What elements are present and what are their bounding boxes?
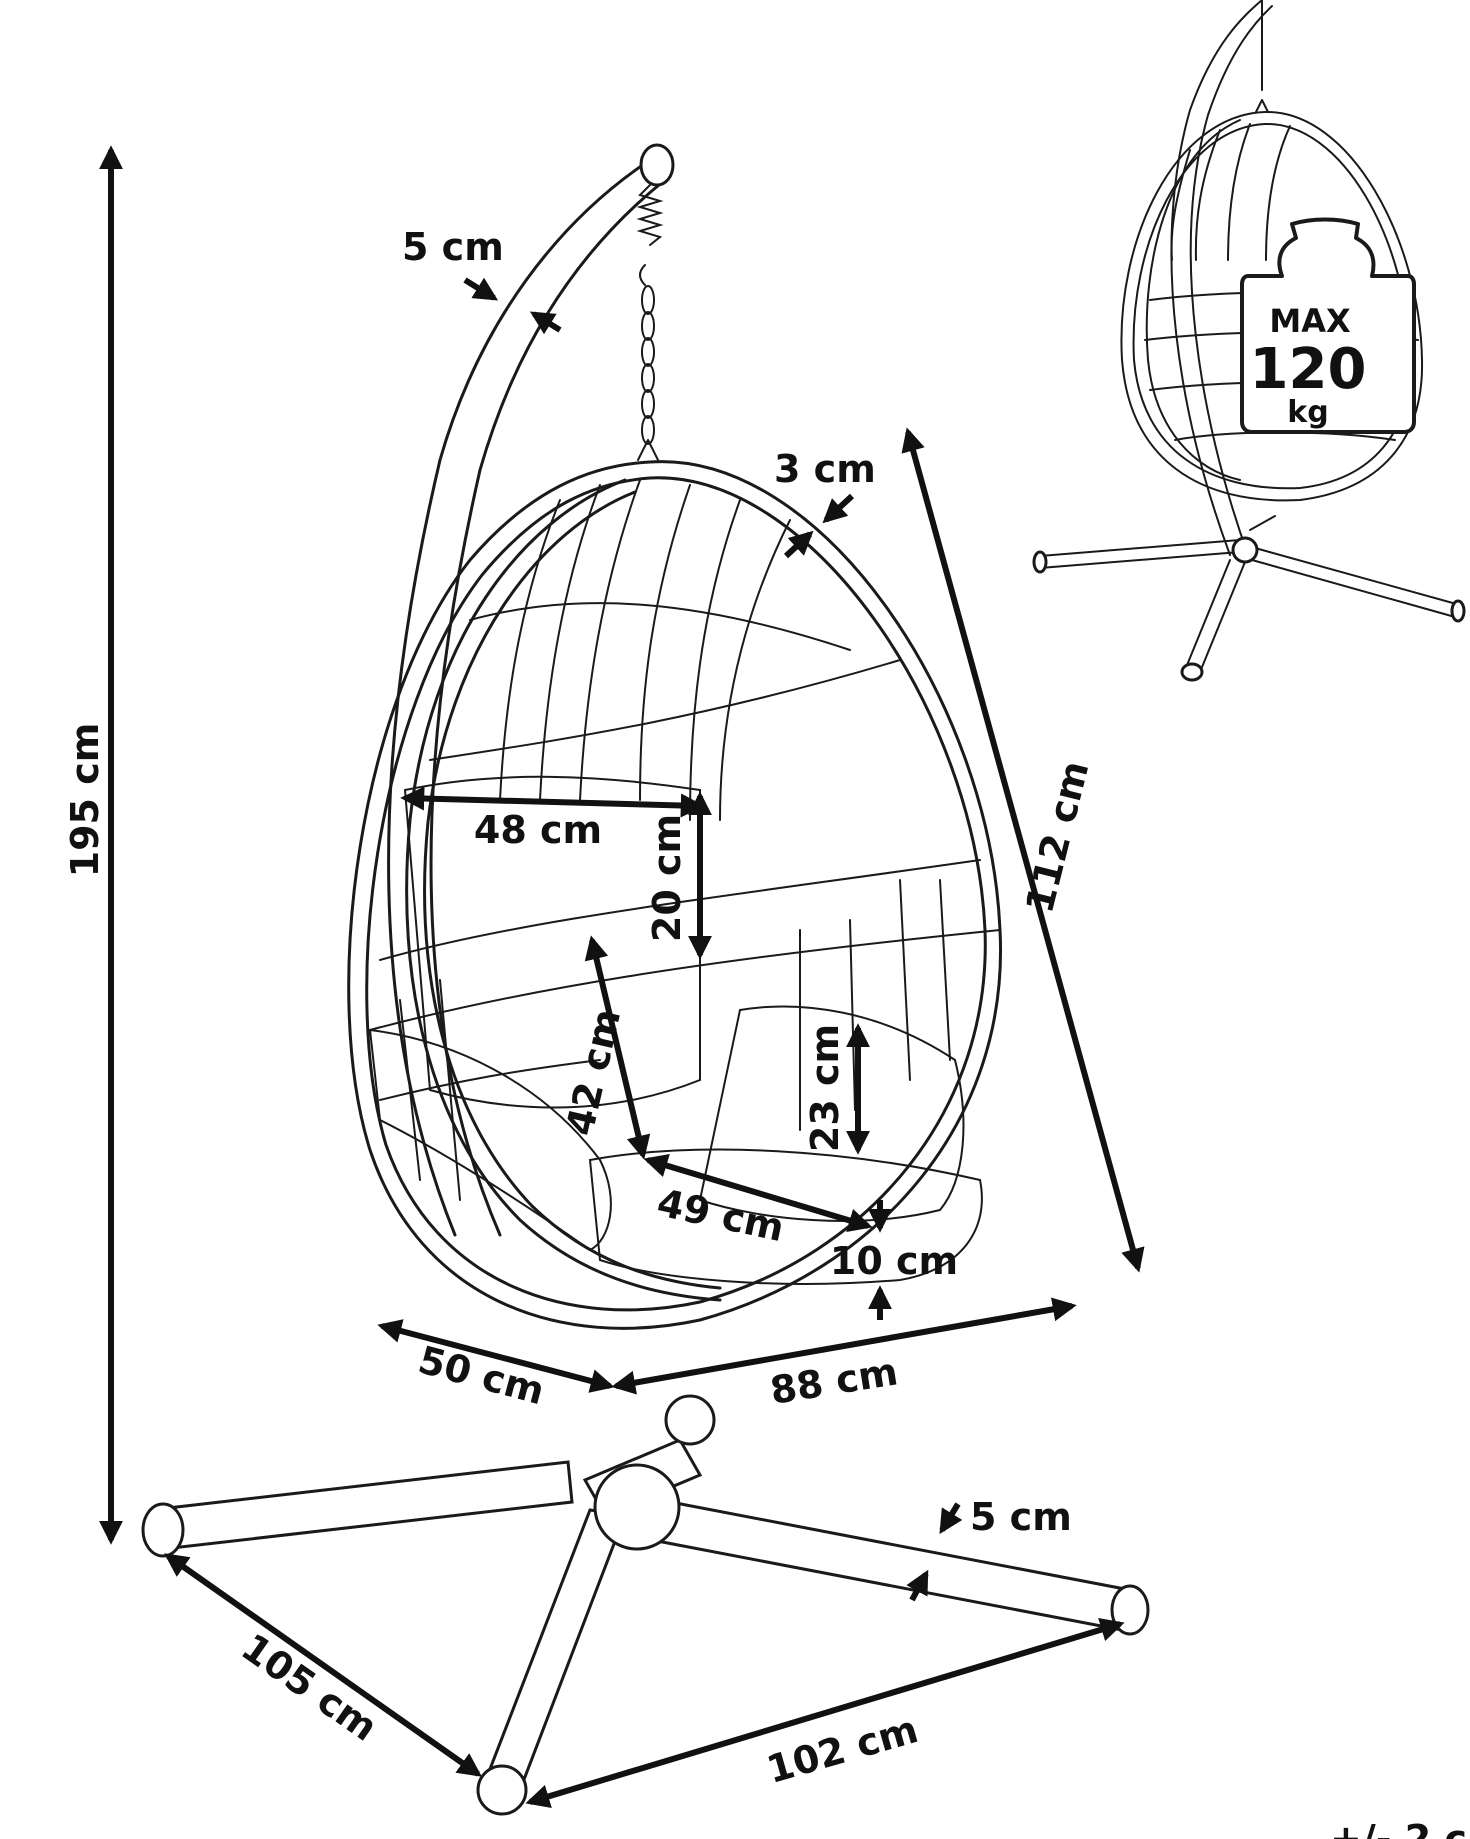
seat-thickness-label: 10 cm — [830, 1239, 958, 1283]
weight-badge-line2: 120 — [1250, 337, 1367, 402]
dimension-arrows — [99, 145, 1145, 1808]
base-side-b-arrow — [525, 1618, 1125, 1808]
base-side-b-label: 102 cm — [762, 1707, 923, 1792]
frame-tube-arrow — [822, 493, 855, 524]
side-cushion-height-label: 23 cm — [803, 1024, 847, 1152]
base-side-a-label: 105 cm — [233, 1625, 385, 1750]
base-tube-arrow — [939, 1502, 963, 1535]
frame-tube-arrow-2 — [783, 530, 814, 559]
back-cushion-width-arrow — [400, 786, 705, 818]
seat-depth-arrow — [643, 1154, 873, 1232]
backrest-height-arrow — [584, 935, 651, 1160]
frame-tube-label: 3 cm — [774, 447, 876, 491]
stand-tube-label: 5 cm — [402, 225, 504, 269]
egg-depth-arrow — [377, 1319, 615, 1393]
back-cushion-width-label: 48 cm — [474, 808, 602, 852]
stand-tube-arrow — [463, 277, 499, 301]
egg-height-arrow — [901, 427, 1145, 1273]
seat-depth-label: 49 cm — [653, 1180, 788, 1250]
weight-badge-line3: kg — [1287, 395, 1328, 430]
base-tube-arrow-2 — [906, 1569, 929, 1602]
egg-width-arrow — [611, 1297, 1077, 1395]
base-side-a-arrow — [164, 1553, 482, 1777]
total-height-label: 195 cm — [63, 723, 107, 878]
back-cushion-height-label: 20 cm — [645, 814, 689, 942]
egg-height-label: 112 cm — [1017, 756, 1097, 917]
stand-tube-arrow-2 — [529, 311, 562, 335]
tolerance-label: +/- 2 cm — [1330, 1817, 1470, 1839]
weight-badge-line1: MAX — [1269, 302, 1351, 340]
hanging-egg-chair-icon — [141, 143, 1150, 1816]
weight-icon: MAX 120 kg — [1240, 217, 1416, 434]
base-tube-label: 5 cm — [970, 1495, 1072, 1539]
backrest-height-label: 42 cm — [557, 1005, 629, 1140]
egg-depth-label: 50 cm — [414, 1338, 549, 1414]
dimension-labels: 195 cm 5 cm 3 cm 112 cm 48 cm 20 cm 42 c… — [63, 225, 1470, 1839]
